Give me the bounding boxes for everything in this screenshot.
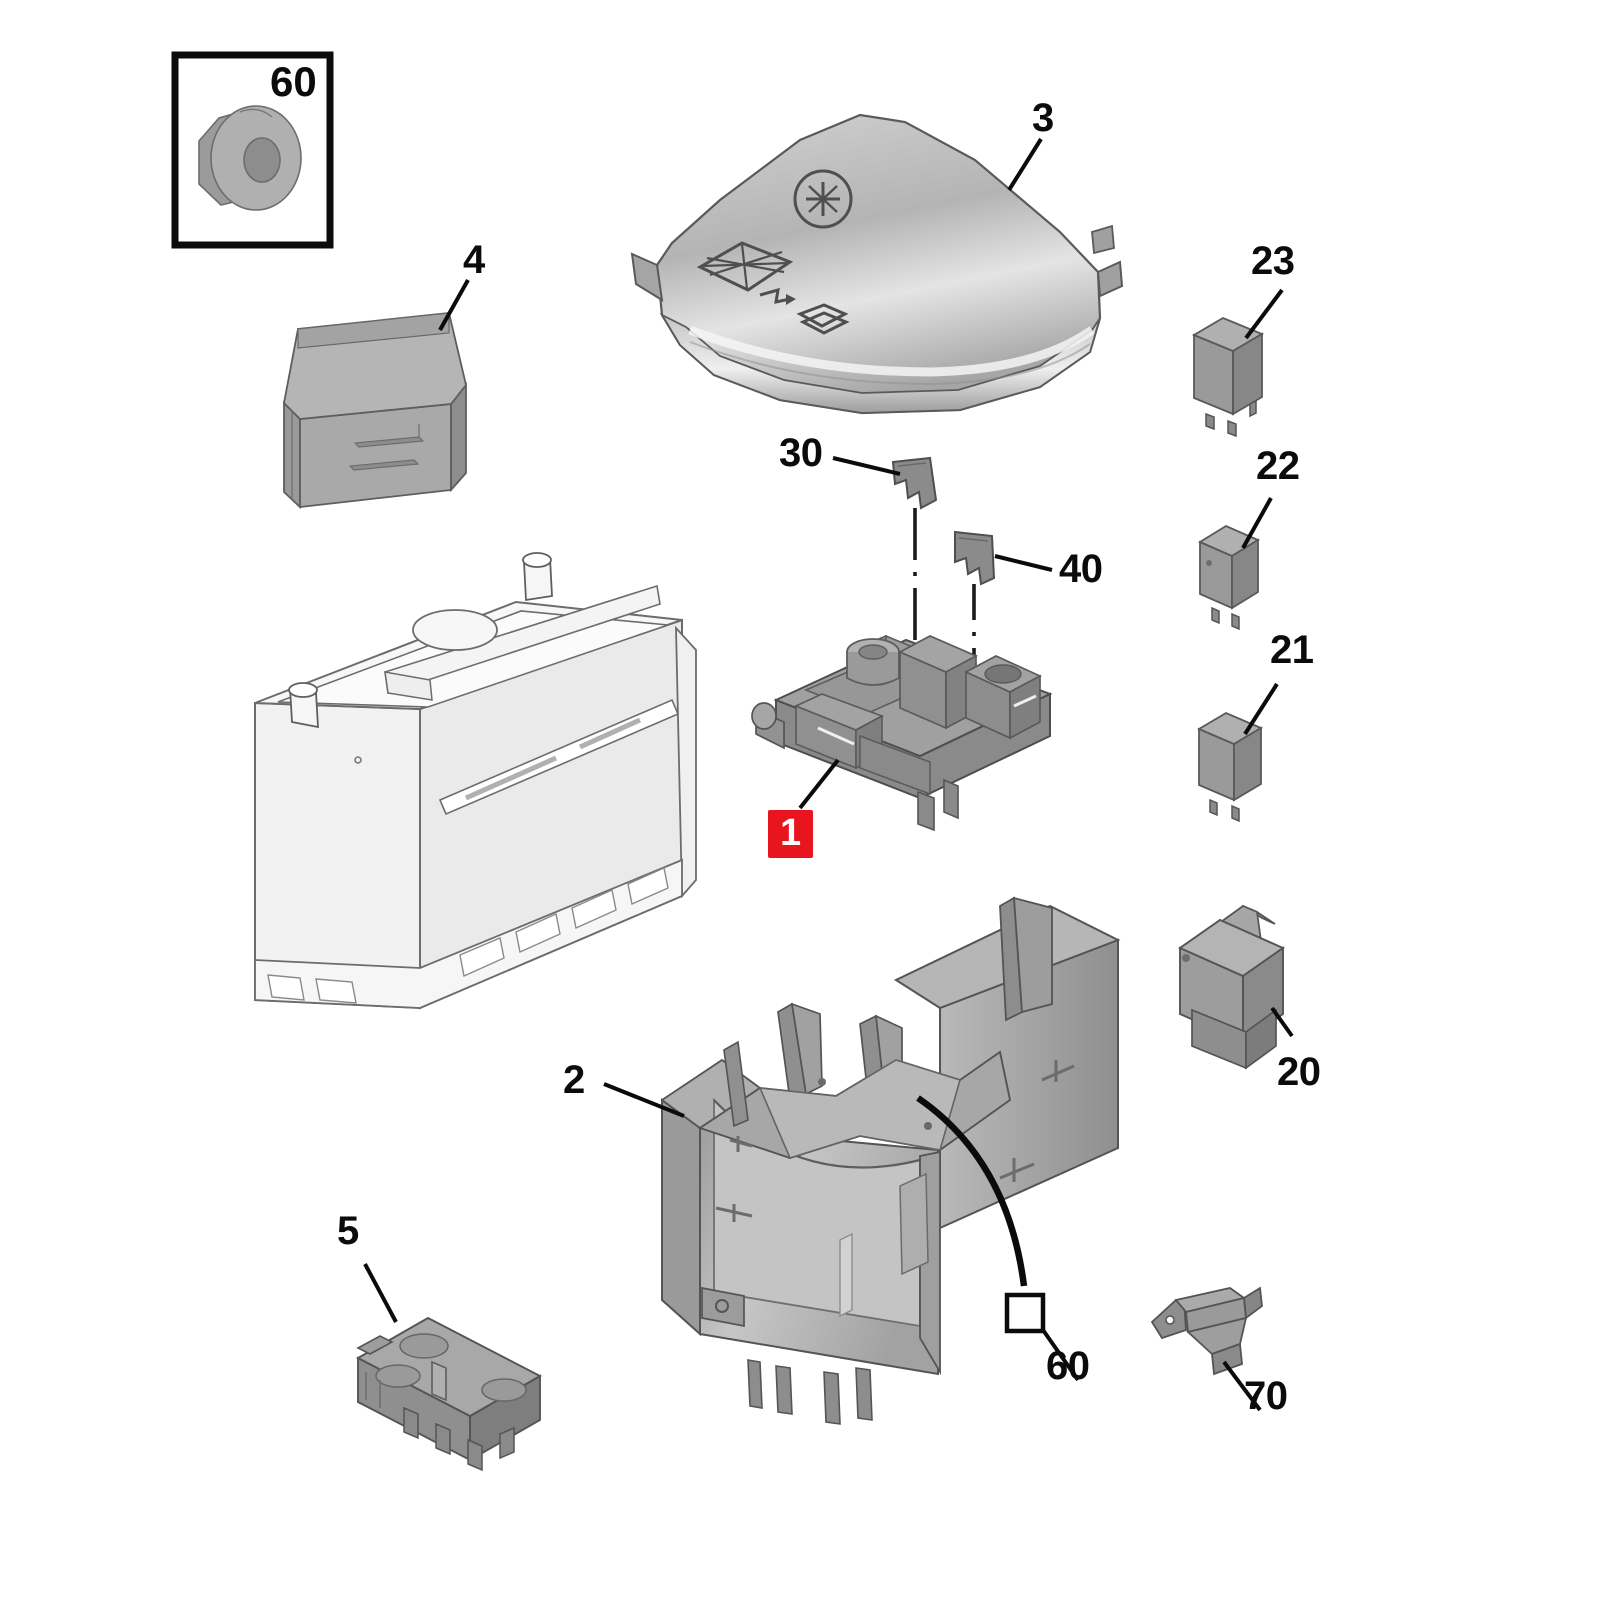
- relay-large-20-art: [1178, 904, 1294, 1070]
- callout-1-highlighted: 1: [768, 810, 813, 858]
- fuse-box-assembly-art: [751, 634, 1053, 832]
- callout-30: 30: [779, 431, 823, 475]
- callout-60-leader: [916, 1095, 1080, 1382]
- callout-60-inset: 60: [270, 58, 317, 105]
- mounting-bracket-art: [1150, 1286, 1263, 1412]
- relay-cube-22-art: [1198, 497, 1273, 631]
- callout-60: 60: [1046, 1344, 1090, 1388]
- callout-40: 40: [1059, 547, 1103, 591]
- callout-20: 20: [1277, 1050, 1321, 1094]
- blade-fuse-40-art: [954, 530, 1053, 742]
- relay-cube-23-art: [1191, 288, 1284, 438]
- battery-cover-block-art: [283, 279, 470, 510]
- callout-22: 22: [1256, 444, 1300, 488]
- callout-70: 70: [1244, 1374, 1288, 1418]
- callout-21: 21: [1270, 628, 1314, 672]
- retaining-clip-art: [198, 105, 302, 211]
- blade-fuse-30-art: [832, 456, 938, 700]
- callout-5: 5: [337, 1209, 359, 1253]
- battery-art: [254, 552, 697, 1010]
- callout-2: 2: [563, 1058, 585, 1102]
- clip-detail-inset-art: [171, 51, 334, 249]
- fuse-box-lid-art: [630, 113, 1124, 415]
- callout-23: 23: [1251, 239, 1295, 283]
- relay-cube-21-art: [1197, 682, 1279, 823]
- callout-3: 3: [1032, 96, 1054, 140]
- callout-4: 4: [463, 238, 485, 282]
- battery-tray-art: [603, 896, 1121, 1425]
- connector-block-art: [356, 1263, 542, 1472]
